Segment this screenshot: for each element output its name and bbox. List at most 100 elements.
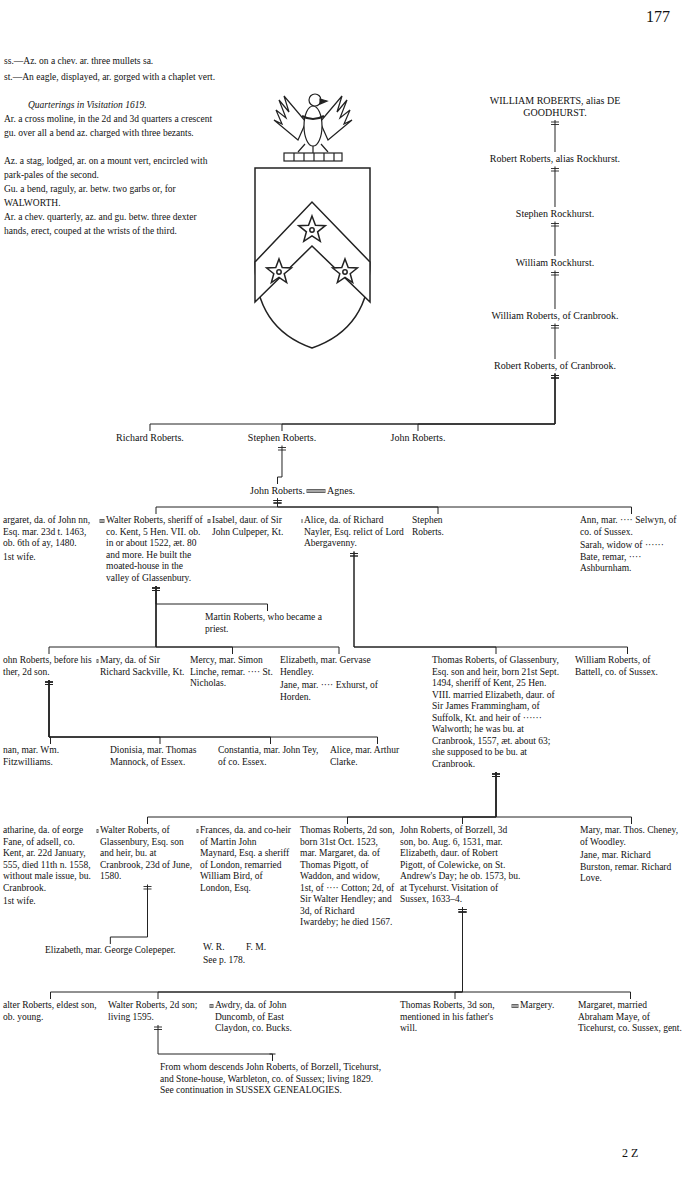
marriage-line	[512, 1004, 519, 1007]
entry-text: Margaret, married Abraham Maye, of Ticeh…	[578, 1000, 683, 1035]
person-entry: Margaret, married Abraham Maye, of Ticeh…	[578, 1000, 683, 1035]
descent-bar	[278, 448, 286, 451]
entry-text: Agnes.	[327, 485, 355, 497]
marriage-gap	[97, 660, 99, 661]
descent-bar	[152, 588, 160, 591]
descent-line	[49, 680, 271, 744]
descent-line	[49, 680, 160, 744]
entry-text: argaret, da. of John nn, Esq. mar. 23d t…	[3, 515, 98, 550]
person-entry: Thomas Roberts, 2d son, born 31st Oct. 1…	[300, 825, 395, 929]
crest-eagle	[274, 94, 352, 161]
descent-bar	[459, 910, 467, 913]
entry-text: Mary, da. of Sir Richard Sackville, Kt.	[100, 655, 185, 678]
person-entry: Constantia, mar. John Tey, of co. Essex.	[218, 745, 323, 768]
entry-text: Isabel, daur. of Sir John Culpeper, Kt.	[212, 515, 300, 538]
entry-text: atharine, da. of eorge Fane, of adsell, …	[3, 825, 95, 894]
descent-bar	[459, 910, 467, 913]
descent-line	[455, 908, 463, 1000]
descent-line	[282, 374, 555, 432]
entry-text: alter Roberts, eldest son, ob. young.	[3, 1000, 98, 1023]
blazon-quartering: Gu. a bend, raguly, ar. betw. two garbs …	[4, 182, 222, 210]
descent-bar	[350, 554, 358, 557]
marriage-gap	[512, 1005, 519, 1006]
blazon-quartering: Az. a stag, lodged, ar. on a mount vert,…	[4, 154, 222, 182]
descent-bar	[274, 501, 282, 504]
person-entry: Frances, da. and co-heir of Martin John …	[200, 825, 295, 894]
person-entry: Thomas Roberts, 3d son, mentioned in his…	[400, 1000, 510, 1035]
eagle-legs	[298, 144, 328, 153]
descent-line	[463, 908, 631, 1000]
entry-text: Thomas Roberts, 3d son, mentioned in his…	[400, 1000, 510, 1035]
entry-text: Frances, da. and co-heir of Martin John …	[200, 825, 295, 894]
descent-line	[278, 499, 632, 515]
cross-reference: See p. 178.	[203, 953, 245, 967]
person-entry: Isabel, daur. of Sir John Culpeper, Kt.	[212, 515, 300, 538]
entry-text: Stephen Rockhurst.	[516, 208, 594, 220]
descent-bar	[459, 910, 467, 913]
entry-text: Walter Roberts, sheriff of co. Kent, 5 H…	[106, 515, 206, 584]
person-entry: Mary, mar. Thos. Cheney, of Woodley.Jane…	[580, 825, 683, 885]
person-entry: Awdry, da. of John Duncomb, of East Clay…	[215, 1000, 310, 1035]
person-entry: Richard Roberts.	[116, 432, 184, 444]
descent-bar	[350, 554, 358, 557]
person-entry: Mary, da. of Sir Richard Sackville, Kt.	[100, 655, 185, 678]
mullet-piercing	[310, 228, 314, 232]
descent-bar	[45, 682, 53, 685]
descent-bar	[154, 1027, 162, 1030]
descent-bar	[152, 588, 160, 591]
descent-bar	[551, 169, 559, 172]
entry-text: John Roberts.	[391, 432, 446, 444]
descent-line	[156, 499, 278, 515]
person-entry: Margery.	[520, 1000, 554, 1012]
descent-line	[348, 772, 497, 824]
blazon-quartering: Ar. a cross moline, in the 2d and 3d qua…	[4, 112, 222, 140]
entry-text: Walter Roberts, 2d son; living 1595.	[108, 1000, 208, 1023]
person-entry: Walter Roberts, sheriff of co. Kent, 5 H…	[106, 515, 206, 584]
entry-text: From whom descends John Roberts, of Borz…	[160, 1062, 385, 1097]
entry-text: William Roberts, of Cranbrook.	[491, 310, 618, 322]
descent-line	[156, 586, 268, 611]
marriage-line	[210, 1004, 214, 1007]
person-entry: Agnes.	[327, 485, 355, 497]
mullet-piercing	[277, 270, 281, 274]
shield-outline	[255, 168, 370, 348]
marriage-gap	[210, 1005, 214, 1006]
descent-bar	[274, 501, 282, 504]
descent-bar	[274, 501, 282, 504]
descent-bar	[551, 376, 559, 379]
blazon-heading: Quarterings in Visitation 1619.	[28, 98, 147, 112]
person-entry: William Rockhurst.	[516, 257, 594, 269]
descent-line	[554, 324, 555, 360]
mullet-star	[267, 259, 292, 283]
entry-text: 1st wife.	[3, 896, 95, 908]
descent-bar	[551, 376, 559, 379]
marriage-gap	[307, 490, 326, 491]
marriage-line	[97, 659, 99, 662]
person-entry: argaret, da. of John nn, Esq. mar. 23d t…	[3, 515, 98, 563]
descent-bar	[45, 682, 53, 685]
person-entry: Mercy, mar. Simon Linche, remar. ···· St…	[190, 655, 275, 690]
person-entry: William Roberts, of Battell, co. of Suss…	[575, 655, 680, 678]
entry-text: Constantia, mar. John Tey, of co. Essex.	[218, 745, 323, 768]
descent-line	[463, 772, 497, 824]
person-entry: Robert Roberts, of Cranbrook.	[494, 360, 616, 372]
marriage-gap	[97, 830, 99, 831]
mullet-piercing	[343, 270, 347, 274]
entry-text: Jane, mar. ···· Exhurst, of Horden.	[280, 680, 398, 703]
eagle-chaplet	[302, 116, 324, 119]
person-entry: Walter Roberts, 2d son; living 1595.	[108, 1000, 208, 1023]
person-entry: Alice, da. of Richard Nayler, Esq. relic…	[304, 515, 404, 550]
marriage-line	[208, 519, 211, 522]
entry-text: Jane, mar. Richard Burston, remar. Richa…	[580, 850, 683, 885]
entry-text: Richard Roberts.	[116, 432, 184, 444]
entry-text: Thomas Roberts, 2d son, born 31st Oct. 1…	[300, 825, 395, 929]
eagle-wing	[274, 96, 306, 140]
eagle-beak	[320, 99, 327, 104]
person-entry: alter Roberts, eldest son, ob. young.	[3, 1000, 98, 1023]
entry-text: John Roberts.	[250, 485, 305, 497]
entry-text: Sarah, widow of ······ Bate, remar, ····…	[580, 540, 683, 575]
crest-wreath	[284, 153, 342, 161]
descent-bar	[551, 376, 559, 379]
descent-line	[148, 772, 497, 824]
descent-line	[554, 271, 555, 310]
